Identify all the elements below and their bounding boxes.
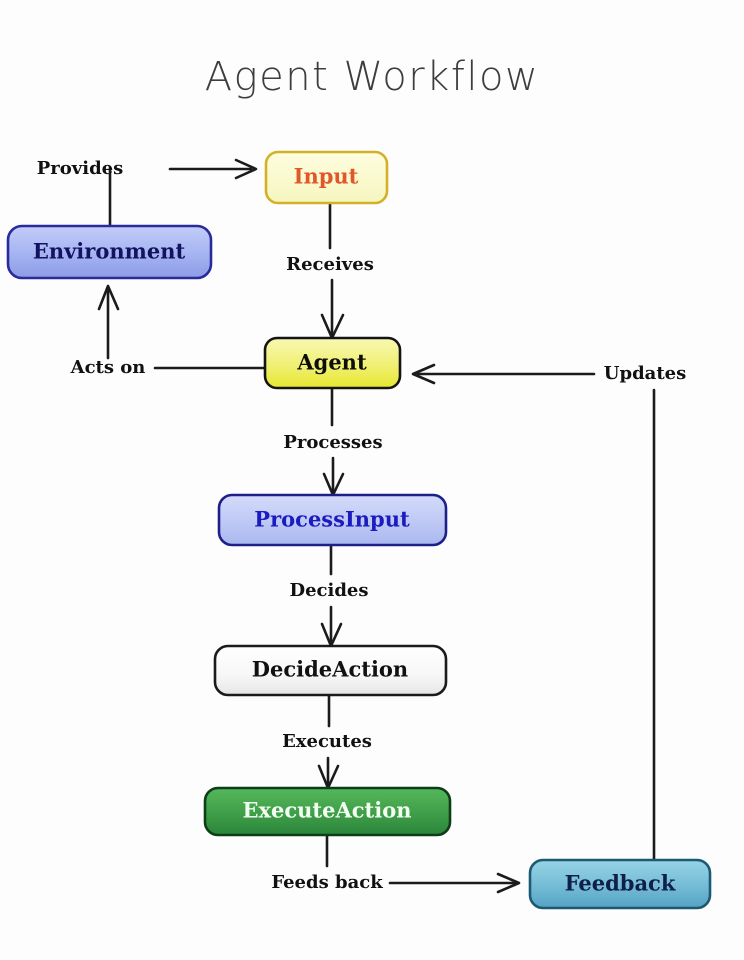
node-executeaction[interactable]: ExecuteAction	[203, 786, 452, 837]
edge-label-decides: Decides	[289, 580, 368, 601]
node-executeaction-shape[interactable]	[203, 786, 452, 837]
edge-acts-on: Acts on	[70, 284, 267, 378]
node-processinput-shape[interactable]	[217, 493, 448, 547]
edge-label-executes: Executes	[282, 731, 372, 752]
edge-label-processes: Processes	[283, 432, 382, 453]
arrowhead-icon	[234, 158, 258, 180]
node-decideaction-shape[interactable]	[213, 644, 448, 697]
edge-executes: Executes	[282, 693, 372, 790]
edge-label-feeds-back: Feeds back	[271, 872, 383, 893]
node-agent-label: Agent	[296, 350, 367, 375]
page-title: Agent Workflow	[205, 54, 539, 100]
node-input-shape[interactable]	[264, 150, 389, 205]
arrowhead-icon	[496, 872, 521, 894]
node-input[interactable]: Input	[264, 150, 389, 205]
edge-receives: Receives	[286, 201, 374, 340]
edge-label-receives: Receives	[286, 254, 374, 275]
edge-label-updates: Updates	[604, 363, 686, 384]
node-decideaction[interactable]: DecideAction	[213, 644, 448, 697]
edge-provides: Provides	[37, 158, 258, 228]
edge-label-acts-on: Acts on	[70, 357, 146, 378]
node-environment-label: Environment	[33, 239, 186, 264]
node-feedback[interactable]: Feedback	[528, 858, 712, 910]
node-feedback-shape[interactable]	[528, 858, 712, 910]
arrowhead-icon	[411, 363, 436, 385]
node-processinput-label: ProcessInput	[254, 507, 410, 532]
node-feedback-label: Feedback	[565, 871, 676, 896]
node-decideaction-label: DecideAction	[252, 657, 408, 682]
node-environment-shape[interactable]	[6, 224, 213, 280]
edge-processes: Processes	[283, 386, 383, 497]
node-executeaction-label: ExecuteAction	[242, 798, 411, 823]
node-agent-shape[interactable]	[263, 336, 402, 390]
node-processinput[interactable]: ProcessInput	[217, 493, 448, 547]
node-environment[interactable]: Environment	[6, 224, 213, 280]
edge-updates: Updates	[411, 363, 686, 862]
edge-label-provides: Provides	[37, 158, 124, 179]
arrowhead-icon	[97, 284, 120, 311]
node-agent[interactable]: Agent	[263, 336, 402, 390]
edge-feeds-back: Feeds back	[271, 833, 521, 894]
node-input-label: Input	[294, 164, 359, 189]
edge-decides: Decides	[289, 543, 369, 648]
